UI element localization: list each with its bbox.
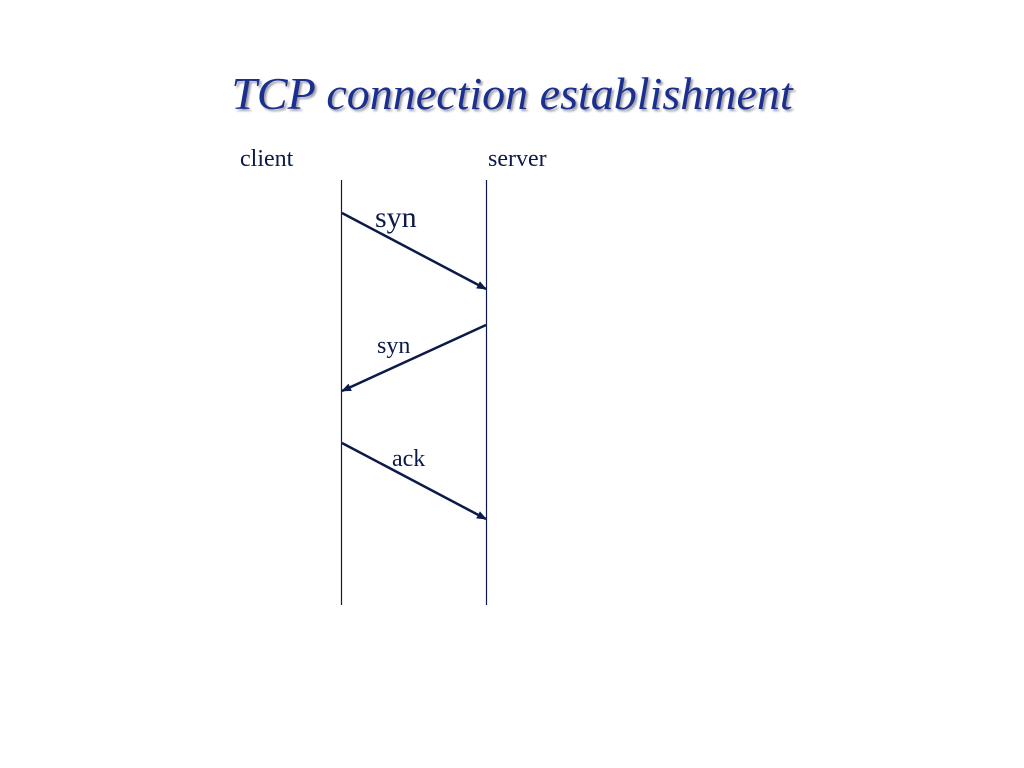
syn-arrow-server-to-client	[341, 323, 487, 393]
message-label-ack: ack	[392, 446, 425, 472]
slide-title: TCP connection establishment	[231, 68, 793, 119]
syn-arrow-client-to-server	[341, 211, 487, 291]
client-label: client	[240, 146, 294, 172]
server-label: server	[488, 146, 547, 172]
message-label-syn-2: syn	[377, 333, 410, 359]
message-label-syn-1: syn	[375, 201, 417, 234]
ack-arrow-client-to-server	[341, 441, 487, 521]
